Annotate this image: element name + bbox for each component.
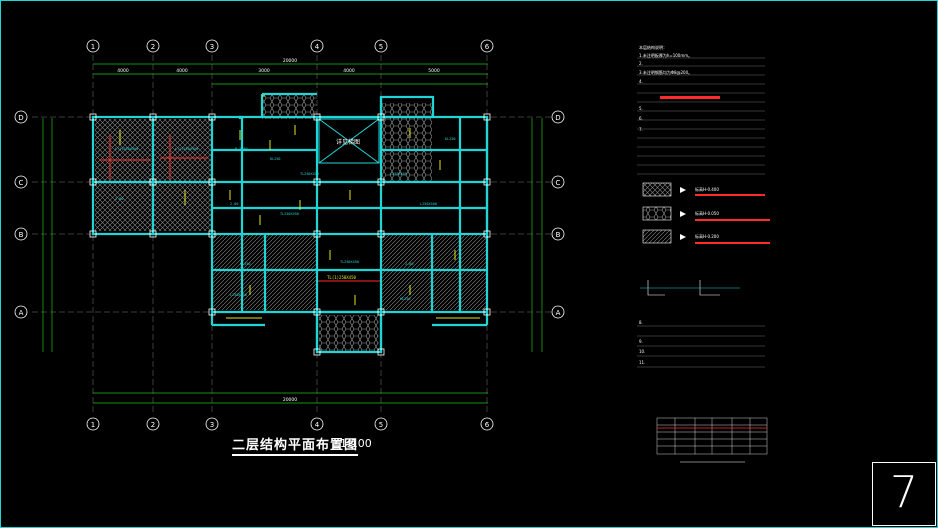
note-3: 3.未注明钢筋均为Φ8@200。 — [639, 69, 692, 75]
axis-col-2: 2 — [151, 43, 155, 51]
legend-text-0: 标高H-0.400 — [695, 186, 719, 192]
svg-text:KL250: KL250 — [270, 157, 281, 161]
svg-text:3000: 3000 — [258, 68, 270, 74]
note-5: 5. — [639, 106, 643, 111]
svg-text:2.80: 2.80 — [115, 197, 123, 201]
svg-text:TL250X450: TL250X450 — [300, 172, 319, 176]
note-4: 4. — [639, 79, 643, 84]
svg-text:L(2)250X450: L(2)250X450 — [115, 147, 138, 151]
note-0: 本层结构说明： — [639, 44, 667, 50]
dimension-lines — [42, 63, 543, 404]
note-9: 9. — [639, 339, 643, 344]
notes-panel: 本层结构说明： 1.未注明板厚为h=100mm。 2. 3.未注明钢筋均为Φ8@… — [637, 44, 770, 463]
svg-text:KL250: KL250 — [240, 262, 251, 266]
svg-text:L250X500: L250X500 — [390, 172, 407, 176]
svg-text:KL250: KL250 — [445, 137, 456, 141]
svg-text:TL250X450: TL250X450 — [280, 212, 299, 216]
note-8: 8. — [639, 320, 643, 325]
top-axis-bubbles — [14, 39, 565, 431]
axis-row-A: A — [19, 309, 24, 317]
stair-area — [318, 118, 380, 164]
svg-text:2.80: 2.80 — [230, 202, 238, 206]
svg-text:20000: 20000 — [283, 397, 297, 403]
axis-col-3: 3 — [210, 43, 214, 51]
red-marks — [100, 135, 380, 282]
axis-col-1: 1 — [91, 43, 95, 51]
svg-text:5000: 5000 — [428, 68, 440, 74]
note-6: 6. — [639, 116, 643, 121]
legend-text-2: 标高H-0.200 — [695, 233, 719, 239]
svg-text:L250X500: L250X500 — [230, 293, 247, 297]
svg-text:2.80: 2.80 — [405, 262, 413, 266]
svg-text:4000: 4000 — [343, 68, 355, 74]
svg-text:TL250X450: TL250X450 — [340, 260, 359, 264]
svg-text:B-2.80: B-2.80 — [235, 147, 248, 151]
axis-col-1-bottom: 1 — [91, 421, 95, 429]
drawing-title: 二层结构平面布置图 — [232, 434, 359, 456]
axis-row-B: B — [19, 231, 24, 239]
axis-col-5: 5 — [379, 43, 383, 51]
columns — [89, 113, 491, 356]
rebar-marks — [119, 95, 480, 319]
axis-row-A-right: A — [556, 309, 561, 317]
svg-text:4000: 4000 — [176, 68, 188, 74]
axis-row-D: D — [18, 114, 23, 122]
beam-label-sample: TL(1)250X450 — [327, 275, 356, 280]
svg-text:L(2)250X450: L(2)250X450 — [175, 147, 198, 151]
note-7: 7. — [639, 127, 643, 132]
svg-text:KL250: KL250 — [400, 297, 411, 301]
axis-col-5-bottom: 5 — [379, 421, 383, 429]
svg-text:20000: 20000 — [283, 58, 297, 64]
axis-row-C: C — [19, 179, 24, 187]
dimension-texts: 20000 4000 4000 3000 4000 5000 20000 — [117, 58, 440, 403]
axis-col-3-bottom: 3 — [210, 421, 214, 429]
axis-col-4-bottom: 4 — [315, 421, 320, 429]
axis-row-D-right: D — [555, 114, 560, 122]
note-10: 10. — [639, 349, 645, 354]
beams — [91, 92, 489, 354]
axis-col-4: 4 — [315, 43, 320, 51]
section-detail — [640, 280, 740, 296]
axis-row-C-right: C — [556, 179, 561, 187]
note-11: 11. — [639, 360, 645, 365]
note-1: 1.未注明板厚为h=100mm。 — [639, 52, 692, 58]
svg-text:L250X500: L250X500 — [420, 202, 437, 206]
axis-col-6: 6 — [485, 43, 490, 51]
sheet-number: 7 — [872, 462, 936, 526]
svg-text:4000: 4000 — [117, 68, 129, 74]
stair-label: 详见梯图 — [336, 138, 360, 146]
mini-table — [656, 417, 768, 455]
note-2: 2. — [639, 61, 643, 66]
axis-labels: 1 2 3 4 5 6 1 2 3 4 5 6 D C B A D C B A — [18, 43, 560, 429]
axis-col-6-bottom: 6 — [485, 421, 490, 429]
legend-text-1: 标高H-0.050 — [695, 210, 719, 216]
drawing-scale: 1:100 — [340, 437, 372, 450]
axis-col-2-bottom: 2 — [151, 421, 155, 429]
axis-row-B-right: B — [556, 231, 561, 239]
